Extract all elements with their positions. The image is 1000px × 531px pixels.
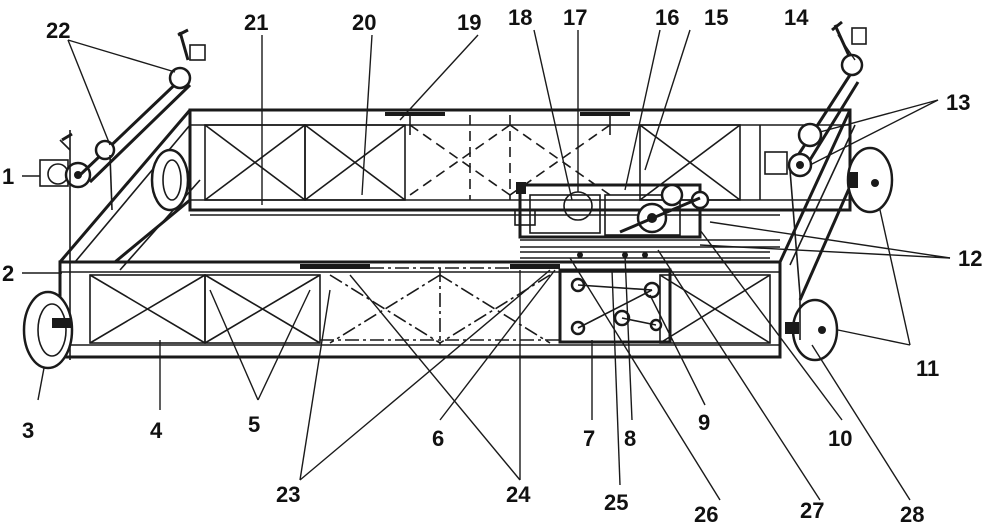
label-5: 5 <box>248 412 260 437</box>
leader-lines <box>22 29 951 501</box>
label-6: 6 <box>432 426 444 451</box>
label-25: 25 <box>604 490 628 515</box>
label-9: 9 <box>698 410 710 435</box>
part-labels: 1 2 3 4 5 6 7 8 9 10 11 12 13 14 15 16 1… <box>2 5 982 527</box>
label-2: 2 <box>2 261 14 286</box>
label-18: 18 <box>508 5 532 30</box>
right-end-assembly <box>764 20 894 362</box>
label-28: 28 <box>900 502 924 527</box>
label-20: 20 <box>352 10 376 35</box>
label-16: 16 <box>655 5 679 30</box>
label-26: 26 <box>694 502 718 527</box>
lower-truss <box>58 260 782 359</box>
label-23: 23 <box>276 482 300 507</box>
label-19: 19 <box>457 10 481 35</box>
label-15: 15 <box>704 5 728 30</box>
label-17: 17 <box>563 5 587 30</box>
label-22: 22 <box>46 18 70 43</box>
label-8: 8 <box>624 426 636 451</box>
label-13: 13 <box>946 90 970 115</box>
label-24: 24 <box>506 482 531 507</box>
label-11: 11 <box>916 356 939 381</box>
label-27: 27 <box>800 498 824 523</box>
label-14: 14 <box>784 5 809 30</box>
left-end-assembly <box>22 28 206 370</box>
label-21: 21 <box>244 10 268 35</box>
label-1: 1 <box>2 164 14 189</box>
label-4: 4 <box>150 418 163 443</box>
label-10: 10 <box>828 426 852 451</box>
label-7: 7 <box>583 426 595 451</box>
drive-trolley <box>514 182 770 344</box>
label-12: 12 <box>958 246 982 271</box>
label-3: 3 <box>22 418 34 443</box>
